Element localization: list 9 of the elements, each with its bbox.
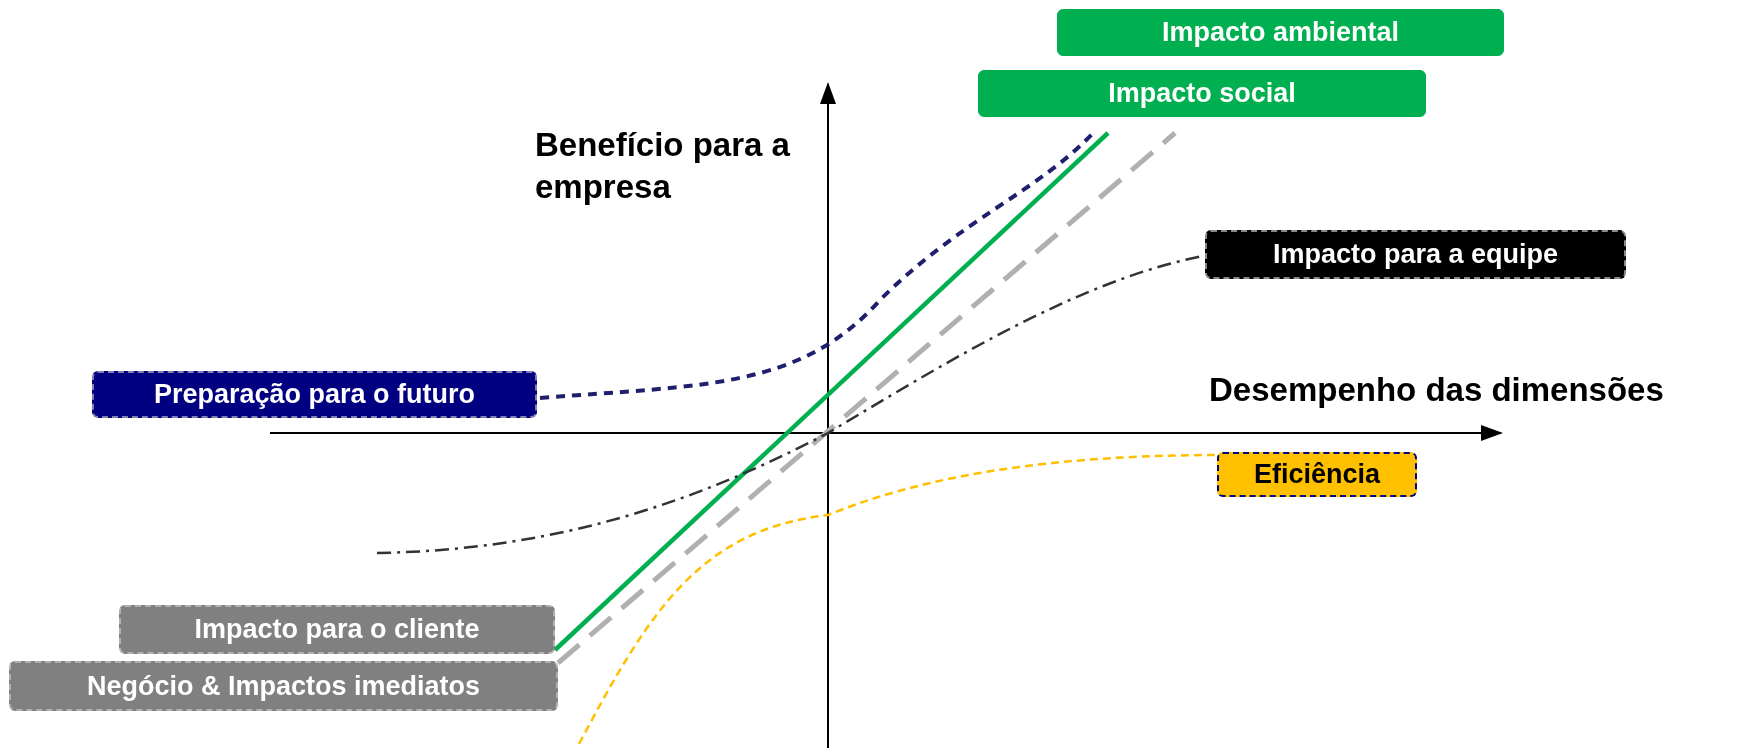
label-box: Preparação para o futuro xyxy=(92,371,537,418)
label-box: Negócio & Impactos imediatos xyxy=(9,661,558,711)
label-box: Impacto social xyxy=(978,70,1426,117)
axis-title: Desempenho das dimensões xyxy=(1209,370,1665,410)
label-box: Impacto para a equipe xyxy=(1205,230,1626,279)
label-box: Impacto para o cliente xyxy=(119,605,555,654)
axis-title: Benefício para a empresa xyxy=(535,125,791,207)
label-box: Eficiência xyxy=(1217,452,1417,497)
label-box: Impacto ambiental xyxy=(1057,9,1504,56)
